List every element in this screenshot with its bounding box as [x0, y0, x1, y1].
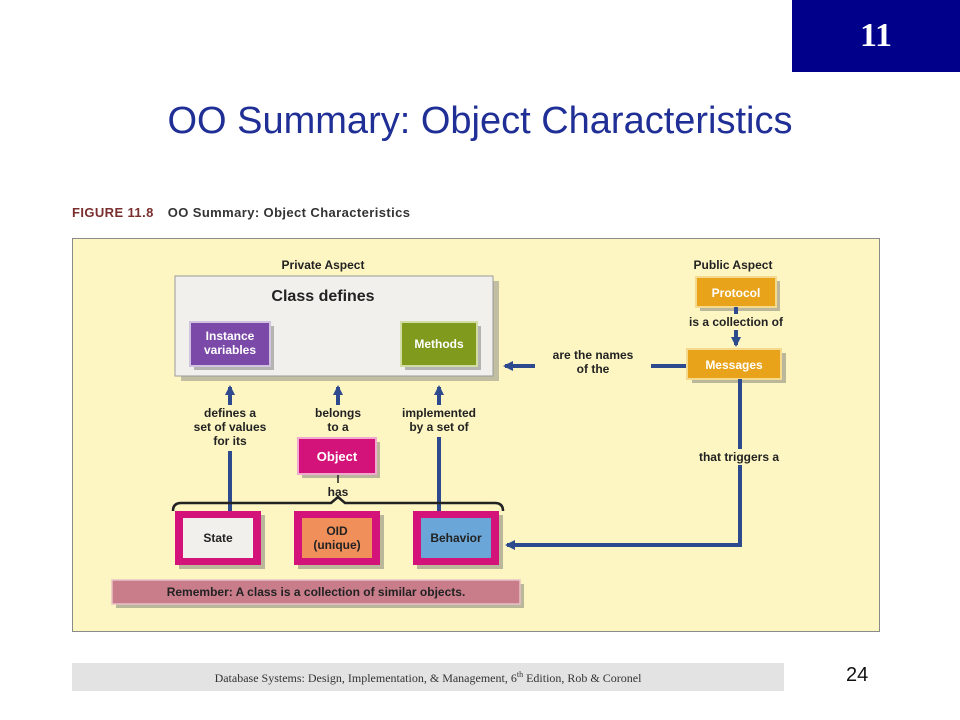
- footer-superscript: th: [516, 670, 524, 679]
- page-number: 24: [846, 664, 869, 686]
- object-label: Object: [317, 449, 358, 464]
- is-collection-of-label: is a collection of: [689, 315, 784, 329]
- messages-behavior-arrow: [505, 379, 742, 550]
- remember-note: [111, 579, 521, 605]
- has-brace: [171, 495, 505, 512]
- footer-text-end: Edition, Rob & Coronel: [523, 671, 642, 685]
- state-label: State: [203, 531, 233, 545]
- protocol-box: [695, 276, 777, 308]
- implemented-label-1: implemented: [402, 406, 476, 420]
- oid-label-1: OID: [326, 524, 348, 538]
- belongs-label-2: to a: [327, 420, 349, 434]
- has-label: has: [328, 485, 349, 499]
- are-names-label-1: are the names: [553, 348, 634, 362]
- object-box: [297, 437, 377, 475]
- triggers-label-bg: [679, 449, 799, 465]
- figure-caption-text: OO Summary: Object Characteristics: [167, 205, 411, 220]
- methods-box: [400, 321, 478, 367]
- oid-label-2: (unique): [313, 538, 360, 552]
- instance-variables-label-2: variables: [204, 343, 256, 357]
- collection-label-bg: [677, 314, 795, 330]
- defines-label-1: defines a: [204, 406, 256, 420]
- remember-label: Remember: A class is a collection of sim…: [167, 585, 466, 599]
- belongs-label-bg: [301, 405, 375, 437]
- slide-title: OO Summary: Object Characteristics: [167, 100, 793, 142]
- implemented-label-2: by a set of: [409, 420, 469, 434]
- protocol-label: Protocol: [712, 286, 761, 300]
- names-label-bg: [535, 347, 651, 379]
- private-aspect-label: Private Aspect: [282, 258, 365, 272]
- class-defines-label: Class defines: [271, 288, 374, 305]
- defines-label-3: for its: [213, 434, 247, 448]
- footer-citation: Database Systems: Design, Implementation…: [72, 670, 784, 686]
- chapter-number: 11: [859, 17, 893, 54]
- public-aspect-label: Public Aspect: [694, 258, 773, 272]
- figure-frame: Private Aspect Class defines Instance va…: [72, 238, 880, 632]
- chapter-number-badge: 11: [792, 0, 960, 72]
- belongs-label-1: belongs: [315, 406, 361, 420]
- are-names-label-2: of the: [577, 362, 610, 376]
- instance-variables-label-1: Instance: [206, 329, 255, 343]
- figure-caption: FIGURE 11.8 OO Summary: Object Character…: [72, 205, 410, 220]
- triggers-label: that triggers a: [699, 450, 779, 464]
- messages-box: [686, 348, 782, 380]
- messages-label: Messages: [705, 358, 763, 372]
- defines-label-2: set of values: [194, 420, 267, 434]
- footer-text-start: Database Systems: Design, Implementation…: [214, 671, 517, 685]
- methods-label: Methods: [414, 337, 464, 351]
- behavior-label: Behavior: [430, 531, 482, 545]
- implemented-label-bg: [385, 405, 493, 437]
- oid-inner: [302, 518, 372, 558]
- footer-bar: Database Systems: Design, Implementation…: [72, 663, 784, 691]
- state-inner: [183, 518, 253, 558]
- behavior-inner: [421, 518, 491, 558]
- instance-variables-box: [189, 321, 271, 367]
- oo-summary-diagram: Private Aspect Class defines Instance va…: [111, 258, 799, 608]
- defines-label-bg: [173, 405, 287, 451]
- figure-number: FIGURE 11.8: [72, 205, 154, 220]
